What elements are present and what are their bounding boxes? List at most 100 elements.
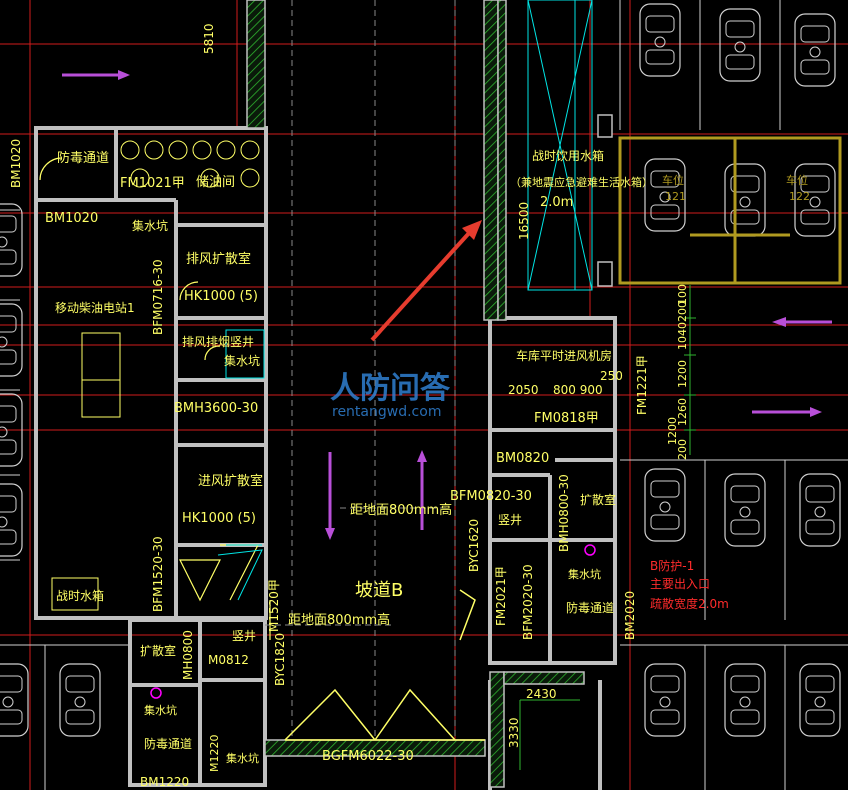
height-note-2: 距地面800mm高 [288,612,390,628]
diffuser-small-label: 扩散室 [140,643,176,658]
car-icon [799,473,841,547]
exhaust-shaft-label: 排风排烟竖井 [182,335,254,349]
sump-bl-label: 集水坑 [144,703,177,717]
diffuser-right-label: 扩散室 [580,492,616,507]
exhaust-diffuser-label: 排风扩散室 [186,251,251,267]
cyan-elements [217,0,593,601]
dim-800-900: 800 900 [553,383,603,397]
car-icon [0,483,23,557]
ramp-lines [265,0,456,740]
dim-250: 250 [600,369,623,383]
car-icon [0,663,29,737]
door-m1220: M1220 [208,735,221,773]
stall-1-label: 车位 [662,173,684,187]
magenta-markers [150,544,596,699]
door-bfm1520: BFM1520-30 [151,536,165,612]
height-note-1: 距地面800mm高 [350,502,452,518]
sump-b2-label: 集水坑 [226,751,259,765]
intake-diffuser-label: 进风扩散室 [198,473,263,489]
sump-mid-label: 集水坑 [224,353,260,368]
door-bm1020-top: BM1020 [9,139,23,188]
car-icon [724,473,766,547]
exit-title: B防护-1 [650,558,694,573]
dim-3330: 3330 [507,717,521,748]
exit-subtitle: 主要出入口 [650,577,710,591]
dimension-line [519,285,696,770]
door-bm2020: BM2020 [623,591,637,640]
dim-v-1: 1040 [676,322,689,350]
oil-storage-label: 储油间 [196,175,235,190]
watermark-main: 人防问答 [330,371,451,406]
purple-direction-arrow [62,70,832,540]
watermark: 人防问答 rentangwd.com [330,371,451,420]
shaft-left-label: 竖井 [232,629,256,643]
car-icon [719,8,761,82]
car-icon [724,163,766,237]
dim-v-4: 1200 [666,417,679,445]
dim-2430: 2430 [526,687,557,701]
gas-lock-bl-label: 防毒通道 [144,736,192,751]
door-bmh3600: BMH3600-30 [174,401,258,416]
water-tank-subtitle: （兼地震应急避难生活水箱） [510,175,653,189]
exit-width: 疏散宽度2.0m [650,596,729,611]
sump-right-label: 集水坑 [568,567,601,581]
stall-2-number: 122 [789,190,810,203]
dim-v-5: 200 [676,439,689,460]
door-byc1620: BYC1620 [467,519,481,572]
car-icon [799,663,841,737]
stall-2-label: 车位 [786,173,808,187]
shaft-right-label: 竖井 [498,513,522,527]
door-mh0800: MH0800 [181,630,195,680]
dim-v-3: 1260 [676,398,689,426]
door-m1520: M1520甲 [267,579,281,632]
car-icon [639,3,681,77]
sump-label: 集水坑 [132,218,168,233]
door-bm0820: BM0820 [496,451,549,466]
vent-hk1000-top: HK1000 (5) [184,289,258,304]
dim-16500: 16500 [517,202,531,240]
vent-hk1000-bottom: HK1000 (5) [182,511,256,526]
water-tank-size: 2.0m [540,195,573,210]
door-fm0818: FM0818甲 [534,411,599,426]
dim-v-0: 200 [676,301,689,322]
intake-room-label: 车库平时进风机房 [516,348,612,363]
ramp-gate [284,589,485,741]
stall-frames [618,136,842,285]
door-m0812: M0812 [208,653,249,667]
car-icon [644,468,686,542]
dim-v-2: 1200 [676,360,689,388]
door-fm2021: FM2021甲 [494,566,508,626]
dim-5810: 5810 [202,23,216,54]
tank-supports [597,114,613,287]
hatched-walls [246,0,585,788]
dim-2050: 2050 [508,383,539,397]
car-icon [794,13,836,87]
ramp-label: 坡道B [355,580,403,601]
door-byc1820: BYC1820 [273,633,287,686]
red-pointer-arrow [370,220,482,342]
car-icon [0,303,23,377]
vertical-dimensions: 200 1040 1200 1260 1200 200 100 [666,284,689,460]
generator-room-label: 移动柴油电站1 [55,301,135,315]
watermark-sub: rentangwd.com [332,404,441,420]
gate-label: BGFM6022-30 [322,749,414,764]
walls-left [34,126,268,787]
water-tank-title: 战时饮用水箱 [532,148,604,163]
door-fm1221: FM1221甲 [635,355,649,415]
door-bm1220: BM1220 [140,775,189,789]
door-bfm0716: BFM0716-30 [151,259,165,335]
door-bfm0820: BFM0820-30 [450,489,532,504]
car-icon [644,663,686,737]
door-bfm2020: BFM2020-30 [521,564,535,640]
water-tank-left-label: 战时水箱 [56,588,104,603]
gas-lock-label: 防毒通道 [57,150,109,166]
gas-lock-right-label: 防毒通道 [566,600,614,615]
door-bm1020: BM1020 [45,211,98,226]
car-icon [59,663,101,737]
door-fm1021: FM1021甲 [120,176,185,191]
stall-1-number: 121 [665,190,686,203]
car-icon [724,663,766,737]
dim-v-6: 100 [676,284,689,305]
